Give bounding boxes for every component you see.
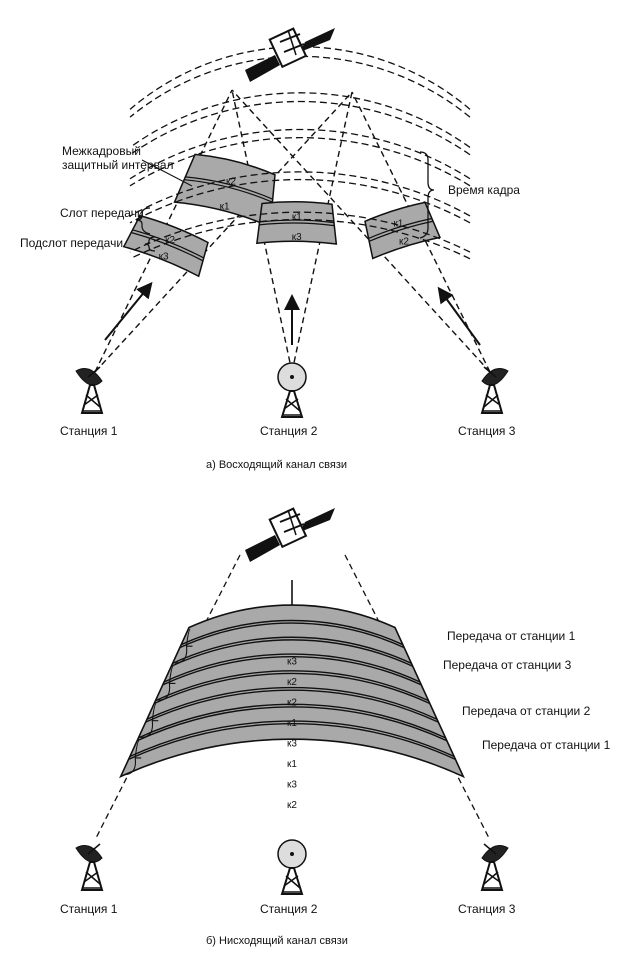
slot-brace <box>135 207 151 235</box>
frame-dashed-arc <box>129 136 471 187</box>
station-3-antenna-icon <box>481 843 509 891</box>
guard-interval-leader <box>141 159 193 187</box>
frame-dashed-arc <box>129 179 471 224</box>
transmission-brace <box>140 703 159 739</box>
uplink-slot-block <box>122 214 209 278</box>
uplink-slot-block <box>173 153 276 228</box>
band-divider <box>145 689 439 723</box>
band-divider <box>162 656 422 686</box>
station-2-antenna-icon <box>277 839 307 895</box>
station-2-antenna-icon <box>277 362 307 418</box>
band-divider <box>153 672 431 705</box>
downlink-band-label: к3 <box>287 779 297 790</box>
transmission-brace <box>123 740 142 776</box>
frame-dashed-arc <box>129 128 471 180</box>
band-divider <box>170 639 414 667</box>
subslot-divider <box>259 222 335 227</box>
subslot-label: к3 <box>292 232 302 243</box>
subslot-divider <box>368 217 433 239</box>
uplink-station-2-label: Станция 2 <box>260 424 318 438</box>
downlink-band-label: к2 <box>287 800 297 811</box>
transmission-brace <box>174 628 193 664</box>
downlink-beam-dashed-line <box>344 554 491 841</box>
frame-dashed-arc <box>129 218 471 260</box>
uplink-caption: а) Восходящий канал связи <box>206 459 348 471</box>
transmission-label: Передача от станции 1 <box>482 738 611 752</box>
transmission-label: Передача от станции 3 <box>443 658 572 672</box>
beam-dashed-line <box>94 91 353 373</box>
transmission-brace <box>157 666 176 701</box>
uplink-diagram: к2 к1 к1 к3 к1 к2 к2 к3 <box>94 46 491 373</box>
downlink-beam-dashed-line <box>94 554 241 841</box>
frame-dashed-arc <box>129 171 471 217</box>
subslot-divider <box>184 179 273 203</box>
satellite-icon <box>244 507 336 563</box>
frame-dashed-arc <box>129 100 471 156</box>
band-divider <box>129 720 455 758</box>
frame-dashed-arc <box>129 211 471 253</box>
uplink-arrow <box>104 281 153 341</box>
subslot-label: к2 <box>399 237 409 248</box>
subslot-divider <box>185 176 273 200</box>
subslot-label: Подслот передачи <box>20 236 124 250</box>
station-1-antenna-icon <box>75 843 103 891</box>
downlink-station-1-label: Станция 1 <box>60 902 118 916</box>
subslot-label: к2 <box>226 176 236 187</box>
frame-dashed-arc <box>129 55 471 118</box>
downlink-band-label: к1 <box>287 759 297 770</box>
station-1-antenna-icon <box>75 366 103 414</box>
subslot-divider <box>368 220 434 242</box>
downlink-band-label: к2 <box>287 697 297 708</box>
uplink-slot-block <box>364 201 441 260</box>
subslot-divider <box>131 231 204 262</box>
slot-label: Слот передачи <box>60 206 144 220</box>
downlink-station-2-label: Станция 2 <box>260 902 318 916</box>
uplink-station-1-label: Станция 1 <box>60 424 118 438</box>
band-divider <box>179 622 405 649</box>
band-divider <box>136 706 448 742</box>
band-divider <box>155 670 429 702</box>
uplink-arrow <box>437 286 481 346</box>
frame-time-brace <box>419 151 435 239</box>
frame-dashed-arc <box>129 92 471 148</box>
band-divider <box>146 686 438 720</box>
subslot-label: к1 <box>292 212 302 223</box>
guard-interval-label-line1: Межкадровый <box>62 144 141 158</box>
downlink-band-label: к3 <box>287 738 297 749</box>
frame-time-label: Время кадра <box>448 183 520 197</box>
transmission-label: Передача от станции 2 <box>462 704 591 718</box>
station-3-antenna-icon <box>481 366 509 414</box>
downlink-caption: б) Нисходящий канал связи <box>206 935 348 947</box>
subslot-label: к1 <box>220 202 230 213</box>
downlink-band-label: к3 <box>287 656 297 667</box>
uplink-station-3-label: Станция 3 <box>458 424 516 438</box>
satellite-icon <box>244 27 336 83</box>
band-divider <box>180 619 404 646</box>
band-divider <box>138 703 446 739</box>
guard-interval-label-line2: защитный интервал <box>62 158 174 172</box>
subslot-label: к3 <box>159 251 169 262</box>
band-divider <box>128 723 456 761</box>
downlink-band-label: к2 <box>287 677 297 688</box>
subslot-label: к1 <box>393 218 403 229</box>
band-divider <box>172 636 412 664</box>
band-divider <box>163 653 421 683</box>
transmission-label: Передача от станции 1 <box>447 629 576 643</box>
downlink-station-3-label: Станция 3 <box>458 902 516 916</box>
subslot-brace <box>144 236 156 252</box>
subslot-label: к2 <box>165 235 175 246</box>
beam-dashed-line <box>231 89 491 373</box>
